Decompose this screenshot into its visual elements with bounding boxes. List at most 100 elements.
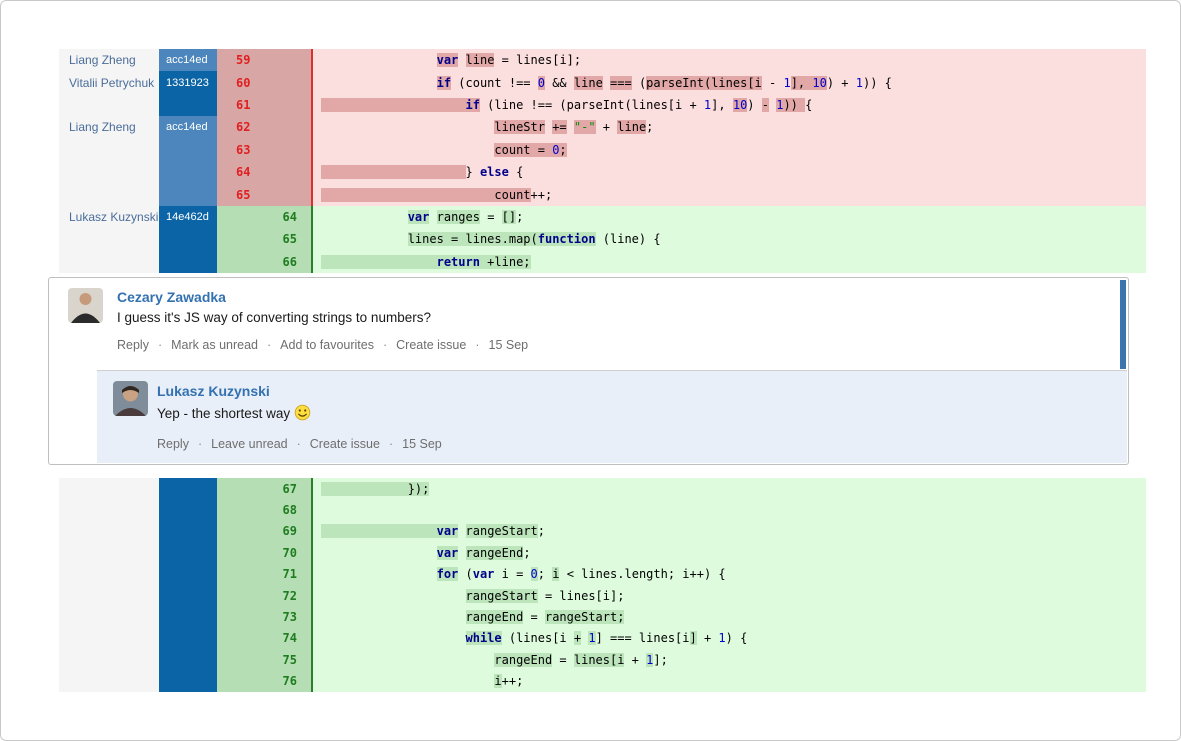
- reply-link[interactable]: Reply: [157, 437, 189, 451]
- diff-row: 73 rangeEnd = rangeStart;: [59, 606, 1146, 628]
- blame-author: [59, 649, 159, 671]
- blame-author: [59, 563, 159, 585]
- comment-actions: ReplyMark as unreadAdd to favouritesCrea…: [117, 338, 1098, 352]
- code-line: var rangeStart;: [311, 520, 1146, 543]
- line-number[interactable]: 74: [217, 627, 311, 650]
- diff-row: 64 } else {: [59, 160, 1146, 184]
- code-line: rangeEnd = lines[i + 1];: [311, 649, 1146, 671]
- blame-author: [59, 183, 159, 206]
- commit-hash: [159, 649, 217, 671]
- avatar: [113, 381, 148, 416]
- blame-author[interactable]: Liang Zheng: [59, 49, 159, 72]
- commit-hash[interactable]: 14e462d: [159, 205, 217, 229]
- line-number[interactable]: 76: [217, 670, 311, 692]
- line-number[interactable]: 66: [217, 250, 311, 273]
- line-number[interactable]: 65: [217, 183, 311, 206]
- commit-hash: [159, 627, 217, 650]
- diff-row: 65 lines = lines.map(function (line) {: [59, 228, 1146, 251]
- code-line: if (line !== (parseInt(lines[i + 1], 10)…: [311, 93, 1146, 117]
- line-number[interactable]: 72: [217, 584, 311, 607]
- code-line: rangeStart = lines[i];: [311, 584, 1146, 607]
- code-line: count = 0;: [311, 138, 1146, 161]
- diff-row: 70 var rangeEnd;: [59, 542, 1146, 564]
- add-to-favourites-link[interactable]: Add to favourites: [258, 338, 374, 352]
- comment-timestamp: 15 Sep: [380, 437, 442, 451]
- commit-hash: [159, 228, 217, 251]
- comment-body: I guess it's JS way of converting string…: [117, 310, 431, 325]
- diff-row: 67 });: [59, 478, 1146, 500]
- blame-author: [59, 627, 159, 650]
- line-number[interactable]: 62: [217, 116, 311, 139]
- comment-timestamp: 15 Sep: [466, 338, 528, 352]
- line-number[interactable]: 64: [217, 205, 311, 229]
- mark-as-unread-link[interactable]: Mark as unread: [149, 338, 258, 352]
- code-line: var line = lines[i];: [311, 49, 1146, 72]
- blame-author: [59, 584, 159, 607]
- diff-row: 65 count++;: [59, 183, 1146, 206]
- commit-hash[interactable]: 1331923: [159, 71, 217, 94]
- code-line: return +line;: [311, 250, 1146, 273]
- commit-hash[interactable]: acc14ed: [159, 49, 217, 72]
- line-number[interactable]: 60: [217, 71, 311, 94]
- blame-author[interactable]: Vitalii Petrychuk: [59, 71, 159, 94]
- blame-author: [59, 499, 159, 521]
- code-line: while (lines[i + 1] === lines[i] + 1) {: [311, 627, 1146, 650]
- line-number[interactable]: 67: [217, 478, 311, 500]
- comment-author-link[interactable]: Lukasz Kuzynski: [157, 383, 270, 399]
- commit-hash[interactable]: acc14ed: [159, 116, 217, 139]
- line-number[interactable]: 73: [217, 606, 311, 628]
- create-issue-link[interactable]: Create issue: [288, 437, 380, 451]
- line-number[interactable]: 64: [217, 160, 311, 184]
- comment-author-link[interactable]: Cezary Zawadka: [117, 289, 226, 305]
- commit-hash: [159, 606, 217, 628]
- comment-thread-box: Cezary Zawadka I guess it's JS way of co…: [48, 277, 1129, 465]
- diff-row: 68: [59, 499, 1146, 521]
- leave-unread-link[interactable]: Leave unread: [189, 437, 288, 451]
- blame-author: [59, 160, 159, 184]
- blame-author[interactable]: Lukasz Kuzynski: [59, 205, 159, 229]
- comment-reply: Lukasz Kuzynski Yep - the shortest way R…: [97, 370, 1127, 463]
- smiley-emoticon: [294, 404, 311, 424]
- line-number[interactable]: 59: [217, 49, 311, 72]
- code-line: var rangeEnd;: [311, 542, 1146, 564]
- commit-hash: [159, 584, 217, 607]
- blame-author: [59, 93, 159, 117]
- code-line: lines = lines.map(function (line) {: [311, 228, 1146, 251]
- code-line: for (var i = 0; i < lines.length; i++) {: [311, 563, 1146, 585]
- commit-hash: [159, 670, 217, 692]
- unread-indicator-bar: [1120, 280, 1126, 369]
- diff-row: 63 count = 0;: [59, 138, 1146, 161]
- commit-hash: [159, 499, 217, 521]
- commit-hash: [159, 478, 217, 500]
- line-number[interactable]: 63: [217, 138, 311, 161]
- blame-author[interactable]: Liang Zheng: [59, 116, 159, 139]
- line-number[interactable]: 61: [217, 93, 311, 117]
- diff-row: 76 i++;: [59, 670, 1146, 692]
- comment-body: Yep - the shortest way: [157, 404, 1107, 424]
- line-number[interactable]: 65: [217, 228, 311, 251]
- comment-actions: ReplyLeave unreadCreate issue15 Sep: [157, 437, 1107, 451]
- line-number[interactable]: 70: [217, 542, 311, 564]
- line-number[interactable]: 68: [217, 499, 311, 521]
- line-number[interactable]: 69: [217, 520, 311, 543]
- line-number[interactable]: 75: [217, 649, 311, 671]
- commit-hash: [159, 138, 217, 161]
- diff-row: 72 rangeStart = lines[i];: [59, 584, 1146, 607]
- commit-hash: [159, 563, 217, 585]
- blame-author: [59, 478, 159, 500]
- code-line: [311, 499, 1146, 521]
- blame-author: [59, 520, 159, 543]
- code-line: if (count !== 0 && line === (parseInt(li…: [311, 71, 1146, 94]
- diff-row: 75 rangeEnd = lines[i + 1];: [59, 649, 1146, 671]
- create-issue-link[interactable]: Create issue: [374, 338, 466, 352]
- line-number[interactable]: 71: [217, 563, 311, 585]
- code-line: } else {: [311, 160, 1146, 184]
- commit-hash: [159, 542, 217, 564]
- reply-link[interactable]: Reply: [117, 338, 149, 352]
